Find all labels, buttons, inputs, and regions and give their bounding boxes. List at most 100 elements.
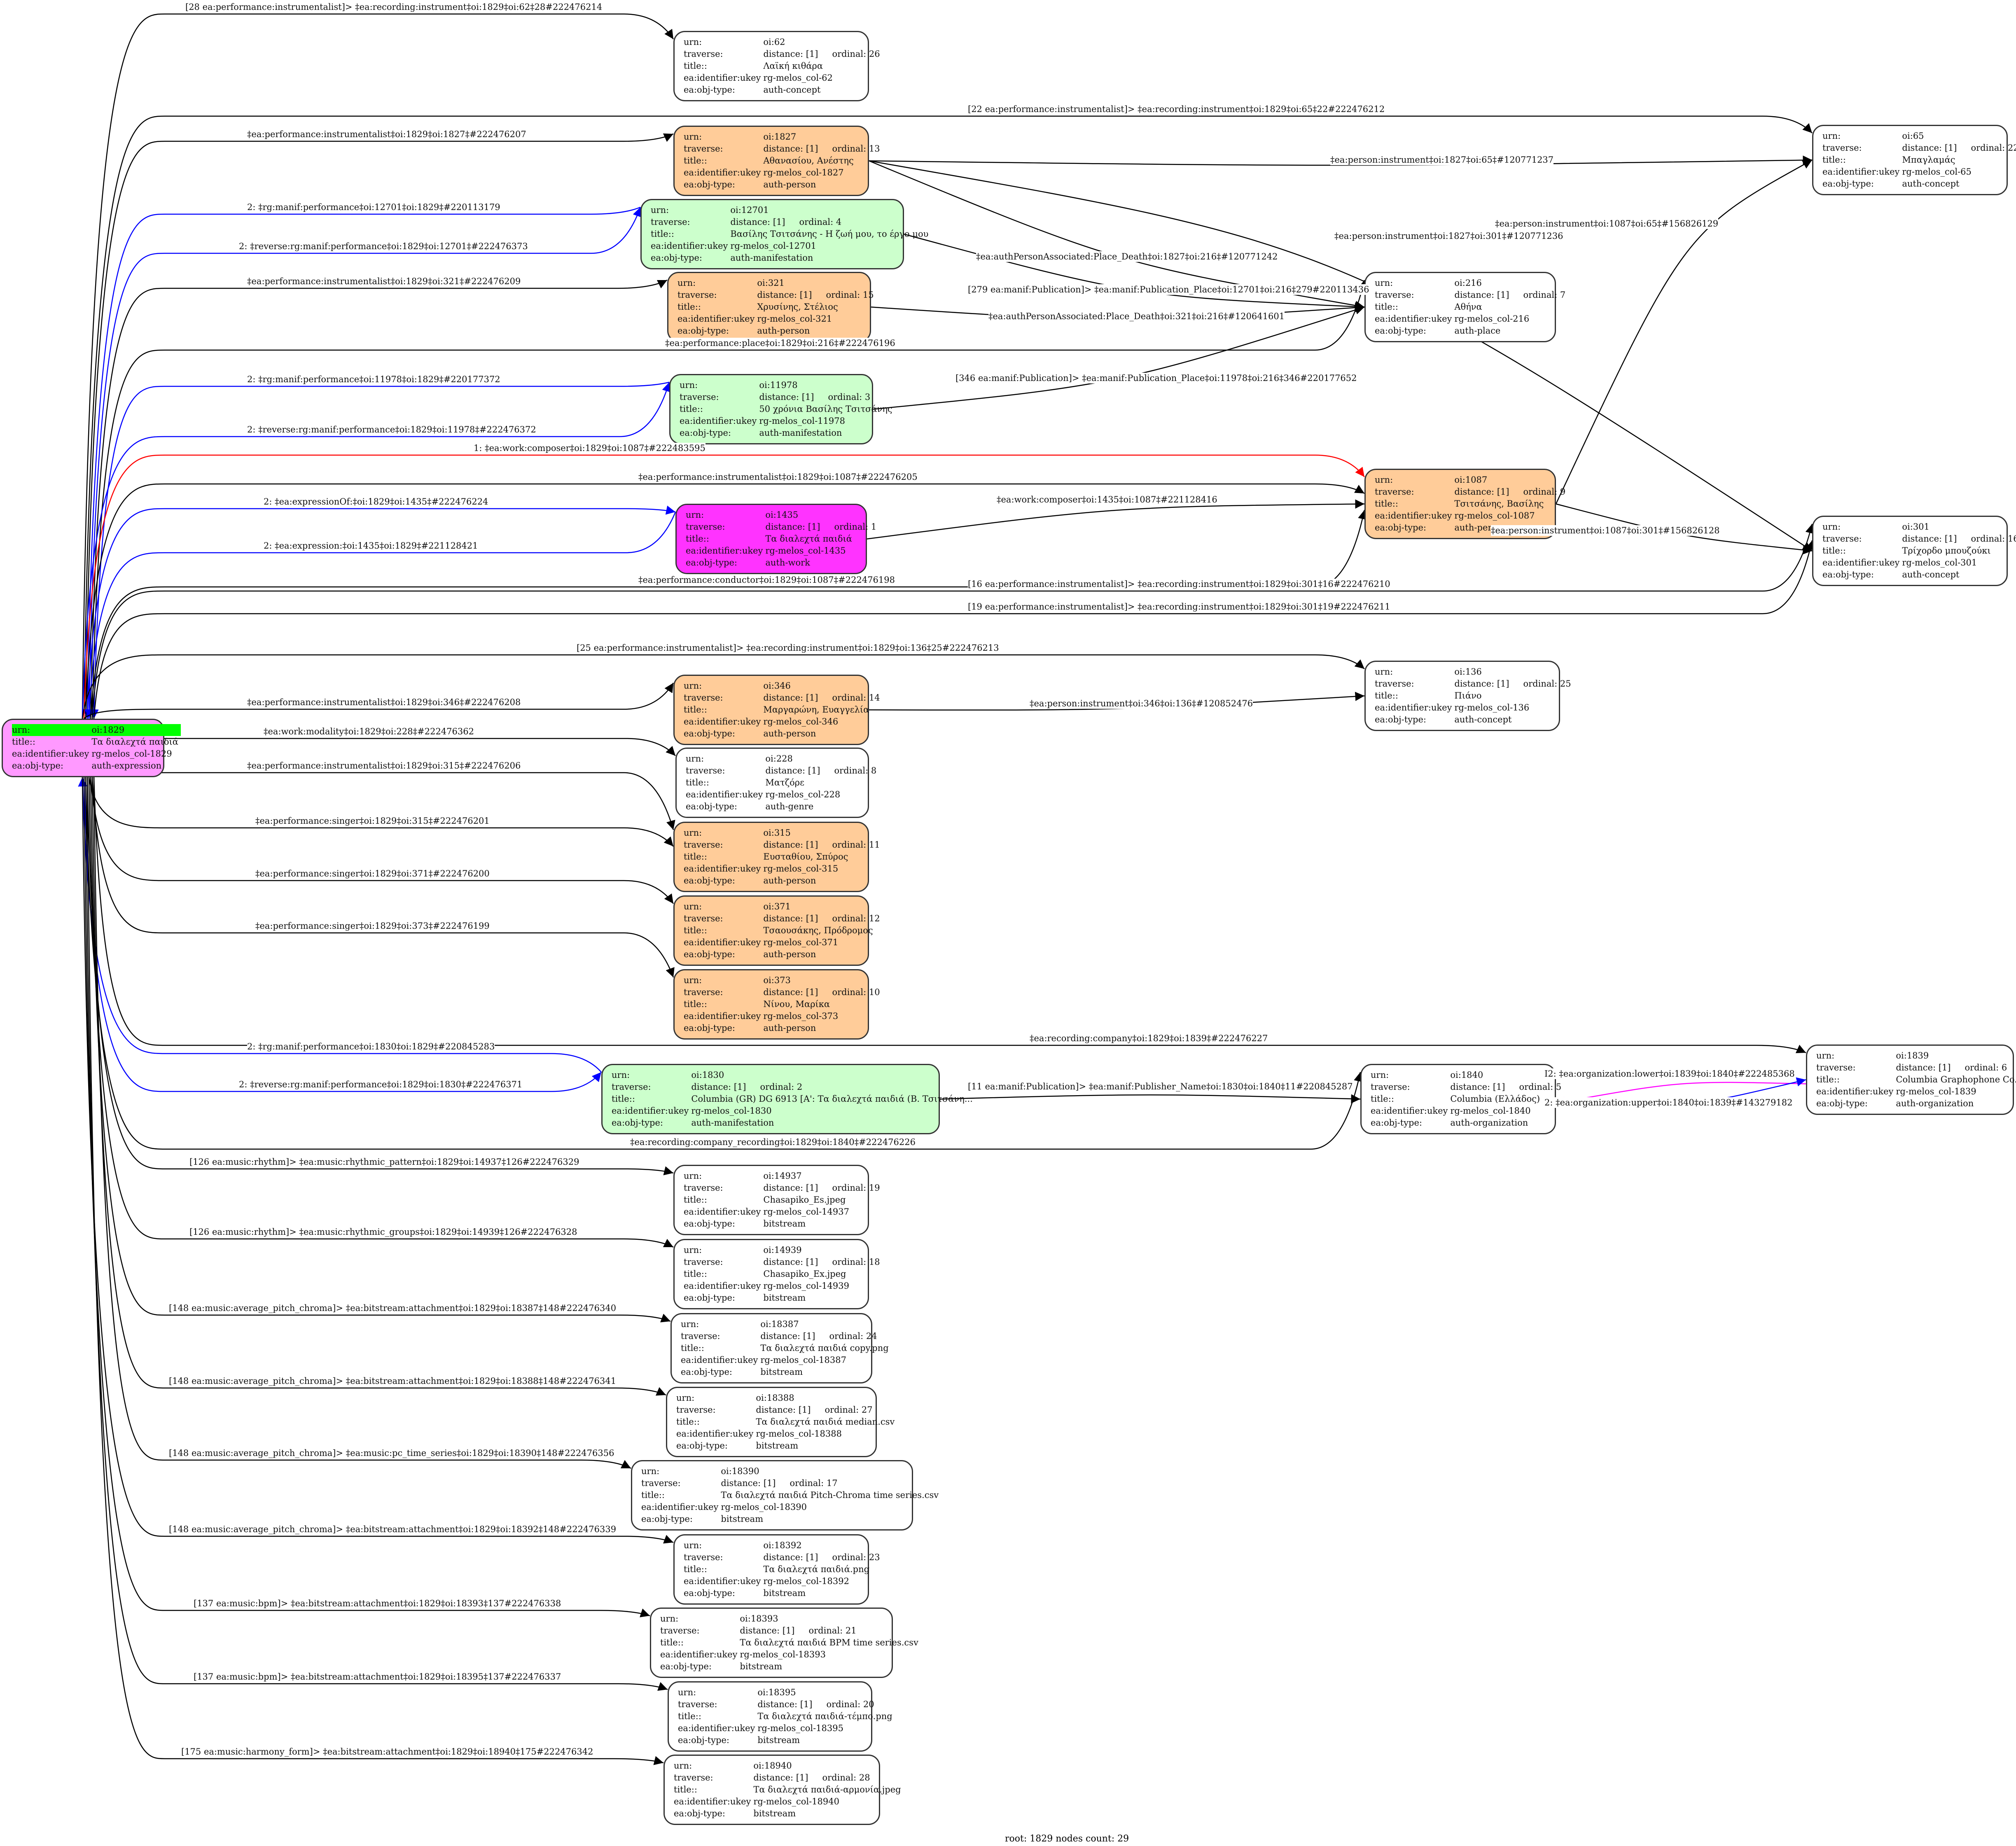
edge-label: 2: ‡rg:manif:performance‡oi:12701‡oi:182…	[247, 202, 500, 213]
field-label: urn:	[684, 1245, 702, 1255]
node-field-title: title::Chasapiko_Ex.jpeg	[684, 1268, 883, 1280]
node-field-urn: urn:oi:11978	[680, 379, 895, 391]
field-value-type: auth-concept	[1902, 179, 1960, 189]
field-label: ea:obj-type:	[686, 558, 737, 568]
field-label: ea:obj-type:	[684, 1293, 735, 1303]
field-label: traverse:	[1375, 487, 1414, 497]
node-field-type: ea:obj-type:bitstream	[641, 1513, 941, 1525]
edge-1829-18393	[83, 777, 650, 1617]
ordinal-value: ordinal: 12	[832, 914, 880, 923]
field-label: ea:obj-type:	[1822, 179, 1874, 189]
node-field-traverse: traverse:distance: [1]ordinal: 22	[1822, 142, 2016, 154]
edge-label: ‡ea:performance:instrumentalist‡oi:1829‡…	[638, 472, 918, 482]
edge-1829-136	[82, 654, 1365, 719]
ordinal-value: ordinal: 21	[808, 1626, 857, 1636]
field-label: title::	[677, 302, 701, 312]
edge-1839-1840	[1556, 1082, 1806, 1106]
field-value-ukey: rg-melos_col-228	[765, 790, 841, 799]
edge-label: [25 ea:performance:instrumentalist]> ‡ea…	[577, 643, 999, 653]
edge-label: [148 ea:music:average_pitch_chroma]> ‡ea…	[169, 1448, 614, 1458]
node-field-title: title::Τα διαλεχτά παιδιά-τέμπο.png	[678, 1710, 895, 1722]
field-label: title::	[1375, 691, 1398, 701]
field-label: traverse:	[677, 290, 717, 300]
node-field-urn: urn:oi:301	[1822, 521, 2016, 533]
ordinal-value: ordinal: 5	[1519, 1082, 1562, 1092]
node-field-title: title::Chasapiko_Es.jpeg	[684, 1194, 883, 1206]
traverse-value: distance: [1]ordinal: 17	[721, 1477, 941, 1489]
node-field-title: title::Λαϊκή κιθάρα	[684, 60, 883, 72]
traverse-value: distance: [1]ordinal: 19	[763, 1182, 882, 1194]
graph-footer: root: 1829 nodes count: 29	[1005, 1834, 1129, 1844]
field-label: ea:identifier:ukey	[1822, 558, 1900, 568]
traverse-value: distance: [1]ordinal: 11	[763, 839, 882, 851]
node-field-urn: urn:oi:1840	[1371, 1069, 1564, 1081]
field-label: title::	[1822, 155, 1846, 165]
edge-label: ‡ea:recording:company‡oi:1829‡oi:1839‡#2…	[1030, 1033, 1268, 1044]
field-label: traverse:	[676, 1405, 716, 1415]
field-label: urn:	[686, 510, 704, 520]
field-value-urn: oi:14937	[763, 1171, 802, 1181]
node-field-type: ea:obj-type:bitstream	[684, 1587, 883, 1599]
field-label: ea:obj-type:	[1375, 523, 1426, 533]
field-label: traverse:	[1822, 143, 1862, 153]
field-label: title::	[678, 1711, 701, 1721]
node-field-urn: urn:oi:62	[684, 36, 883, 48]
node-field-urn: urn:oi:1435	[686, 509, 879, 521]
field-value-ukey: rg-melos_col-1435	[765, 546, 846, 556]
edge-1829-18940	[86, 777, 664, 1765]
edge-label: ‡ea:person:instrument‡oi:346‡oi:136‡#120…	[1030, 698, 1253, 709]
field-value-type: auth-person	[763, 729, 816, 738]
field-value-urn: oi:1087	[1454, 475, 1488, 485]
edge-1829-62	[82, 13, 674, 719]
field-value-urn: oi:11978	[759, 380, 798, 390]
traverse-value: distance: [1]ordinal: 4	[730, 216, 931, 228]
field-value-type: auth-concept	[1902, 570, 1960, 580]
field-label: urn:	[684, 681, 702, 691]
edge-1829-12701	[88, 207, 642, 719]
field-label: urn:	[641, 1466, 660, 1476]
field-label: urn:	[684, 828, 702, 838]
field-label: ea:identifier:ukey	[1375, 314, 1452, 324]
field-label: traverse:	[684, 49, 723, 59]
field-label: ea:identifier:ukey	[680, 416, 757, 426]
edge-label: 2: ‡reverse:rg:manif:performance‡oi:1829…	[239, 241, 528, 252]
traverse-value: distance: [1]ordinal: 18	[763, 1256, 882, 1268]
ordinal-value: ordinal: 10	[832, 987, 880, 997]
node-field-traverse: traverse:distance: [1]ordinal: 11	[684, 839, 883, 851]
field-label: ea:identifier:ukey	[12, 749, 89, 759]
traverse-value: distance: [1]ordinal: 27	[756, 1404, 897, 1416]
field-value-title: Μπαγλαμάς	[1902, 155, 1955, 165]
